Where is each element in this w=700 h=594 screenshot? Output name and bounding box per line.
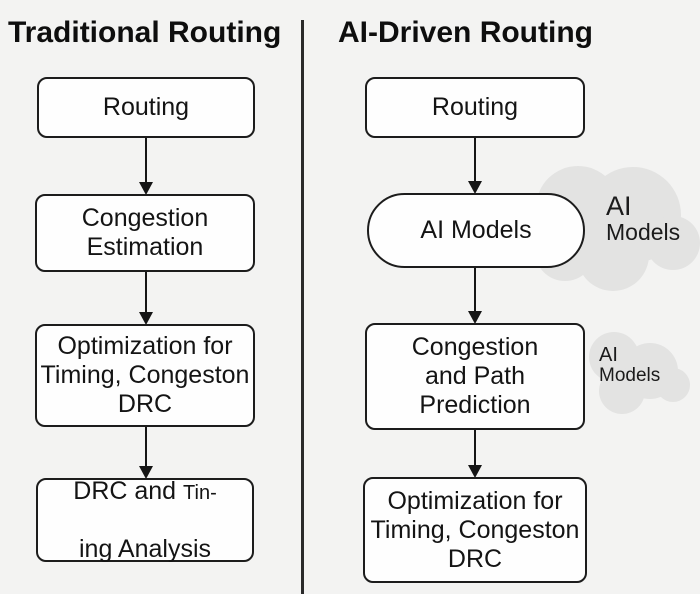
ai-cloud-small xyxy=(589,332,690,414)
label-line1-small: Tin- xyxy=(183,481,217,504)
left-box-optimization: Optimization for Timing, Congeston DRC xyxy=(35,324,255,427)
ai-cloud-small-label-line1: AI xyxy=(599,344,618,366)
ai-cloud-large-label-line2: Models xyxy=(606,219,681,246)
left-panel-title: Traditional Routing xyxy=(8,16,282,49)
down-arrow xyxy=(468,268,482,324)
left-box-congestion-estimation-label: Congestion Estimation xyxy=(81,204,209,261)
right-node-ai-models-label: AI Models xyxy=(420,216,532,244)
down-arrow xyxy=(139,138,153,195)
arrow-head-icon xyxy=(468,311,482,324)
left-box-drc-timing-analysis: DRC and Tin- ing Analysis xyxy=(36,477,254,563)
left-box-optimization-label: Optimization for Timing, Congeston DRC xyxy=(40,332,250,418)
right-box-routing-label: Routing xyxy=(431,93,519,121)
panel-divider xyxy=(301,20,304,594)
right-node-ai-models: AI Models xyxy=(367,193,585,268)
right-box-congestion-path-prediction-label: Congestion and Path Prediction xyxy=(411,333,539,419)
arrow-line xyxy=(473,430,477,465)
ai-cloud-small-label: AI Models xyxy=(599,345,660,386)
ai-cloud-small-label-line2: Models xyxy=(599,365,661,386)
left-box-routing-label: Routing xyxy=(102,93,190,121)
arrow-head-icon xyxy=(468,465,482,478)
arrow-line xyxy=(473,138,477,181)
arrow-head-icon xyxy=(139,312,153,325)
down-arrow xyxy=(139,272,153,325)
label-line-1: DRC and Tin- xyxy=(73,477,216,506)
left-box-congestion-estimation: Congestion Estimation xyxy=(35,194,255,272)
arrow-head-icon xyxy=(139,182,153,195)
right-box-optimization-label: Optimization for Timing, Congeston DRC xyxy=(370,486,580,573)
arrow-line xyxy=(144,138,148,182)
ai-cloud-large-label-line1: AI xyxy=(606,191,632,221)
right-box-congestion-path-prediction: Congestion and Path Prediction xyxy=(365,323,585,430)
ai-cloud-large-label: AI Models xyxy=(606,191,681,246)
arrow-line xyxy=(473,268,477,311)
right-box-optimization: Optimization for Timing, Congeston DRC xyxy=(363,477,587,583)
right-box-routing: Routing xyxy=(365,77,585,138)
arrow-head-icon xyxy=(139,466,153,479)
down-arrow xyxy=(139,427,153,479)
arrow-head-icon xyxy=(468,181,482,194)
down-arrow xyxy=(468,138,482,194)
down-arrow xyxy=(468,430,482,478)
left-box-drc-timing-analysis-label: DRC and Tin- ing Analysis xyxy=(73,448,216,593)
left-box-routing: Routing xyxy=(37,77,255,138)
arrow-line xyxy=(144,427,148,466)
arrow-line xyxy=(144,272,148,312)
label-line-2: ing Analysis xyxy=(78,534,212,563)
right-panel-title: AI-Driven Routing xyxy=(338,16,593,49)
cloud-shape xyxy=(589,332,690,414)
label-line1-main: DRC and xyxy=(73,476,184,505)
